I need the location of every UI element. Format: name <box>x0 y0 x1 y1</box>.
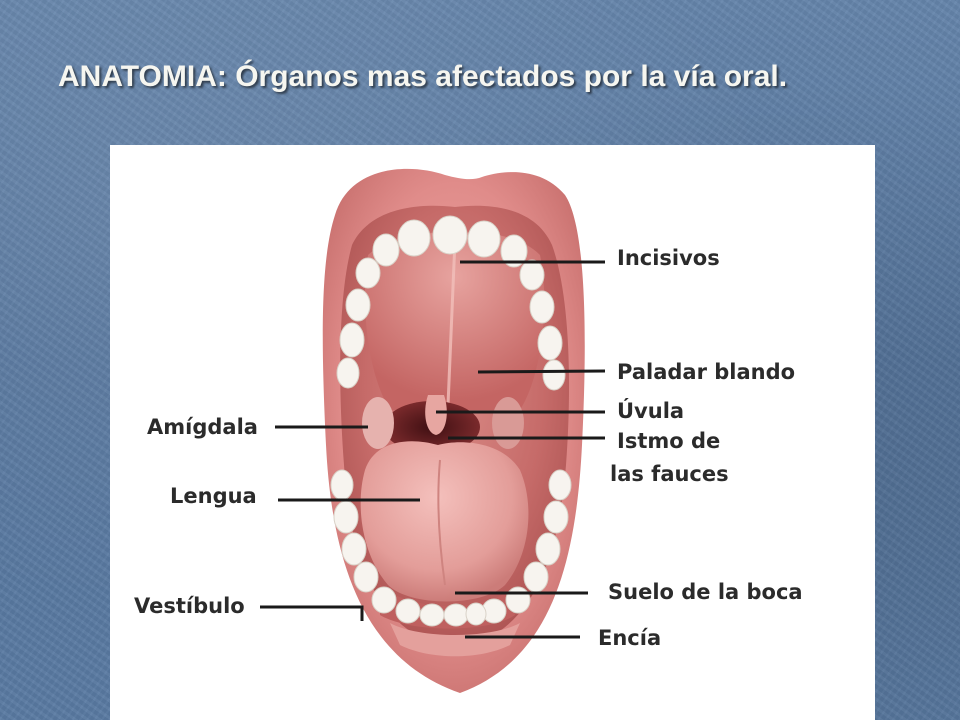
label-vestibulo: Vestíbulo <box>134 594 245 618</box>
uvula <box>425 395 447 435</box>
leader-lines <box>260 260 606 639</box>
palate <box>364 232 545 410</box>
label-incisivos: Incisivos <box>617 246 720 270</box>
upper-teeth <box>336 215 566 391</box>
tongue <box>360 441 529 602</box>
label-istmo-line1: Istmo de <box>617 429 721 453</box>
label-lengua: Lengua <box>170 484 257 508</box>
diagram-panel: Incisivos Paladar blando Úvula Istmo de … <box>110 145 875 720</box>
lower-teeth <box>330 469 572 627</box>
label-encia: Encía <box>598 626 662 650</box>
label-paladar-blando: Paladar blando <box>617 360 796 384</box>
label-suelo-de-la-boca: Suelo de la boca <box>608 580 803 604</box>
label-istmo-line2: las fauces <box>610 462 729 486</box>
label-amigdala: Amígdala <box>147 415 258 439</box>
gum <box>390 623 520 657</box>
slide-title: ANATOMIA: Órganos mas afectados por la v… <box>58 60 788 93</box>
label-uvula: Úvula <box>617 399 685 423</box>
mouth-anatomy-illustration <box>260 168 606 693</box>
